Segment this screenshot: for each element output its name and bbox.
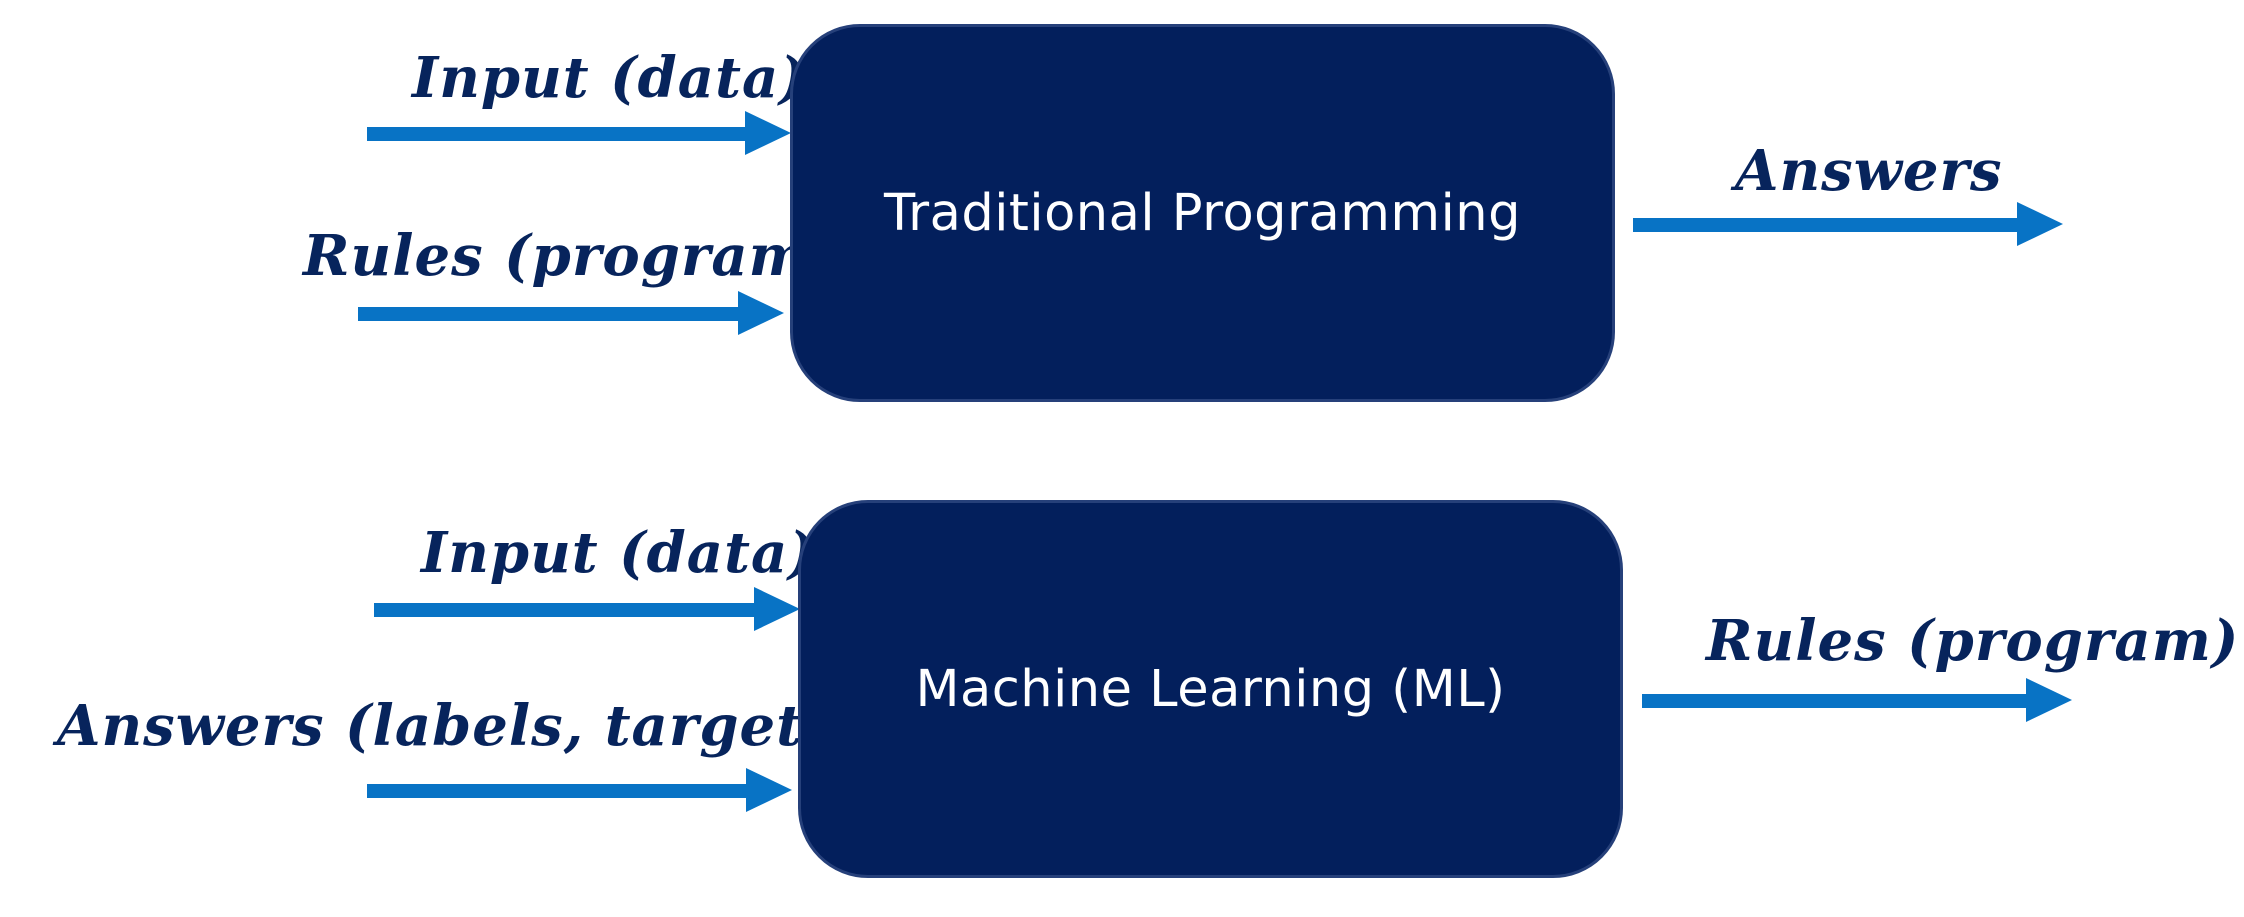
arrow-shaft [1633, 218, 2021, 232]
arrow-shaft [367, 784, 750, 798]
arrow-shaft [374, 603, 758, 617]
arrow-head [2026, 678, 2072, 722]
arrow-head [746, 768, 792, 812]
machine-learning-label: Machine Learning (ML) [915, 659, 1506, 719]
machine-learning-box: Machine Learning (ML) [798, 500, 1623, 878]
ml-answers-label: Answers (labels, targets) [57, 693, 864, 759]
traditional-input-arrow [367, 111, 791, 155]
traditional-output-label: Answers [1735, 138, 2003, 204]
ml-input-arrow [374, 587, 800, 631]
ml-output-arrow [1642, 678, 2072, 722]
traditional-rules-arrow [358, 291, 784, 335]
traditional-programming-box: Traditional Programming [790, 24, 1615, 402]
traditional-output-arrow [1633, 202, 2063, 246]
arrow-head [745, 111, 791, 155]
arrow-head [738, 291, 784, 335]
arrow-shaft [367, 127, 749, 141]
ml-answers-arrow [367, 768, 792, 812]
traditional-programming-label: Traditional Programming [884, 183, 1521, 243]
arrow-head [2017, 202, 2063, 246]
arrow-shaft [1642, 694, 2030, 708]
ml-output-label: Rules (program) [1706, 608, 2240, 674]
arrow-shaft [358, 307, 742, 321]
ml-input-label: Input (data) [421, 520, 816, 586]
arrow-head [754, 587, 800, 631]
traditional-rules-label: Rules (program) [303, 223, 837, 289]
traditional-input-label: Input (data) [412, 45, 807, 111]
